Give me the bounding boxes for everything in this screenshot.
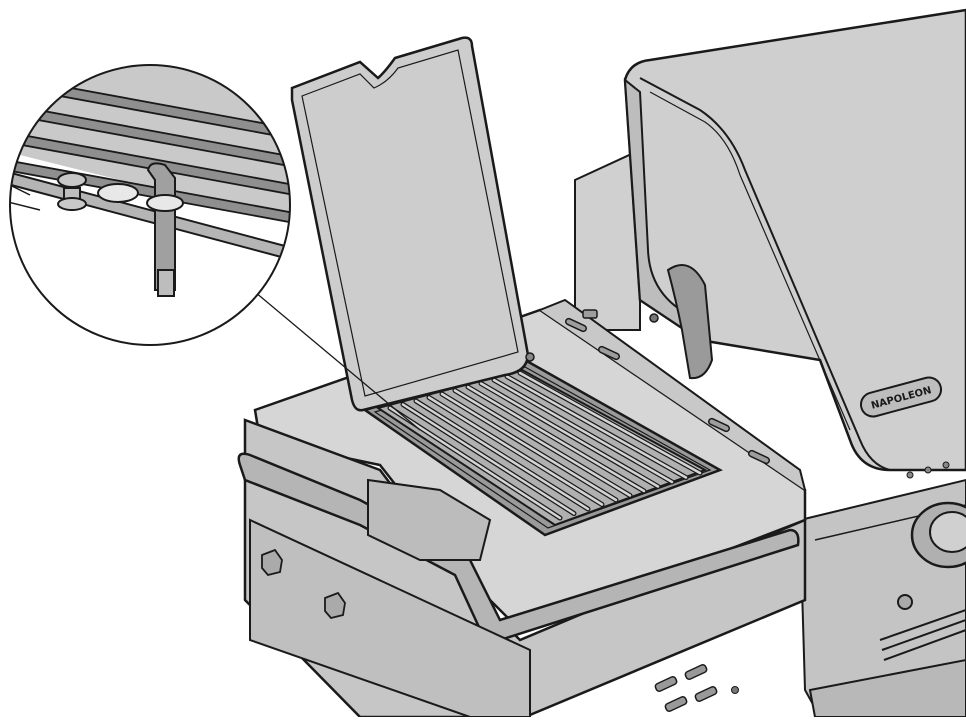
grate-bars	[387, 370, 703, 521]
detail-callout-border	[9, 64, 291, 346]
end-cap-screw	[649, 313, 659, 323]
lid-louvres	[906, 461, 950, 479]
end-cap-handle-recess	[666, 264, 714, 380]
detail-grate-bar	[10, 101, 290, 170]
grate-bar-highlight	[440, 392, 618, 502]
door-screw	[731, 686, 739, 694]
main-grill-head: NAPOLEON	[574, 8, 966, 718]
lid-panel-inner-edge	[301, 49, 519, 397]
ignition-button	[897, 594, 913, 610]
grate-bar-highlight	[401, 403, 576, 515]
tool-hook-1	[261, 548, 283, 577]
vent-slots	[879, 609, 966, 661]
side-burner-lid	[290, 36, 535, 412]
grate-bar-highlight	[492, 378, 674, 484]
detail-leg-tip	[157, 269, 175, 297]
control-knob	[910, 501, 966, 569]
grate-bar-highlight	[479, 382, 660, 488]
callout-leader-line	[254, 291, 421, 431]
shelf-right-edge	[539, 298, 806, 491]
grate-bar-highlight	[388, 406, 562, 520]
main-grill-back-panel	[574, 148, 641, 331]
tool-hook-2	[324, 591, 346, 620]
shelf-slots	[564, 309, 771, 465]
detail-frame-edge	[10, 184, 41, 211]
cooking-grate	[375, 368, 708, 527]
grate-bar-highlight	[505, 375, 688, 479]
detail-leg-hole	[146, 194, 184, 212]
detail-screw	[57, 172, 87, 211]
detail-plate-hole	[97, 183, 139, 203]
detail-callout	[9, 64, 291, 346]
lid-hinge	[525, 352, 535, 362]
lid-panel	[290, 36, 530, 412]
grate-bar-highlight	[427, 396, 604, 506]
grate-bar-highlight	[414, 399, 590, 511]
detail-grate-bar	[10, 129, 290, 198]
detail-grate-surface	[10, 65, 290, 225]
grate-bar-highlight	[453, 389, 632, 497]
cart-base-right	[808, 658, 966, 718]
detail-grate-bar	[10, 73, 290, 142]
grate-bar-highlight	[466, 385, 646, 493]
handle-block	[367, 478, 492, 561]
main-grill-lid-bevel	[639, 77, 891, 471]
door-vents	[654, 663, 718, 713]
grate-bar-highlight	[518, 371, 702, 475]
main-grill-lid-bevel-inner	[649, 91, 851, 431]
